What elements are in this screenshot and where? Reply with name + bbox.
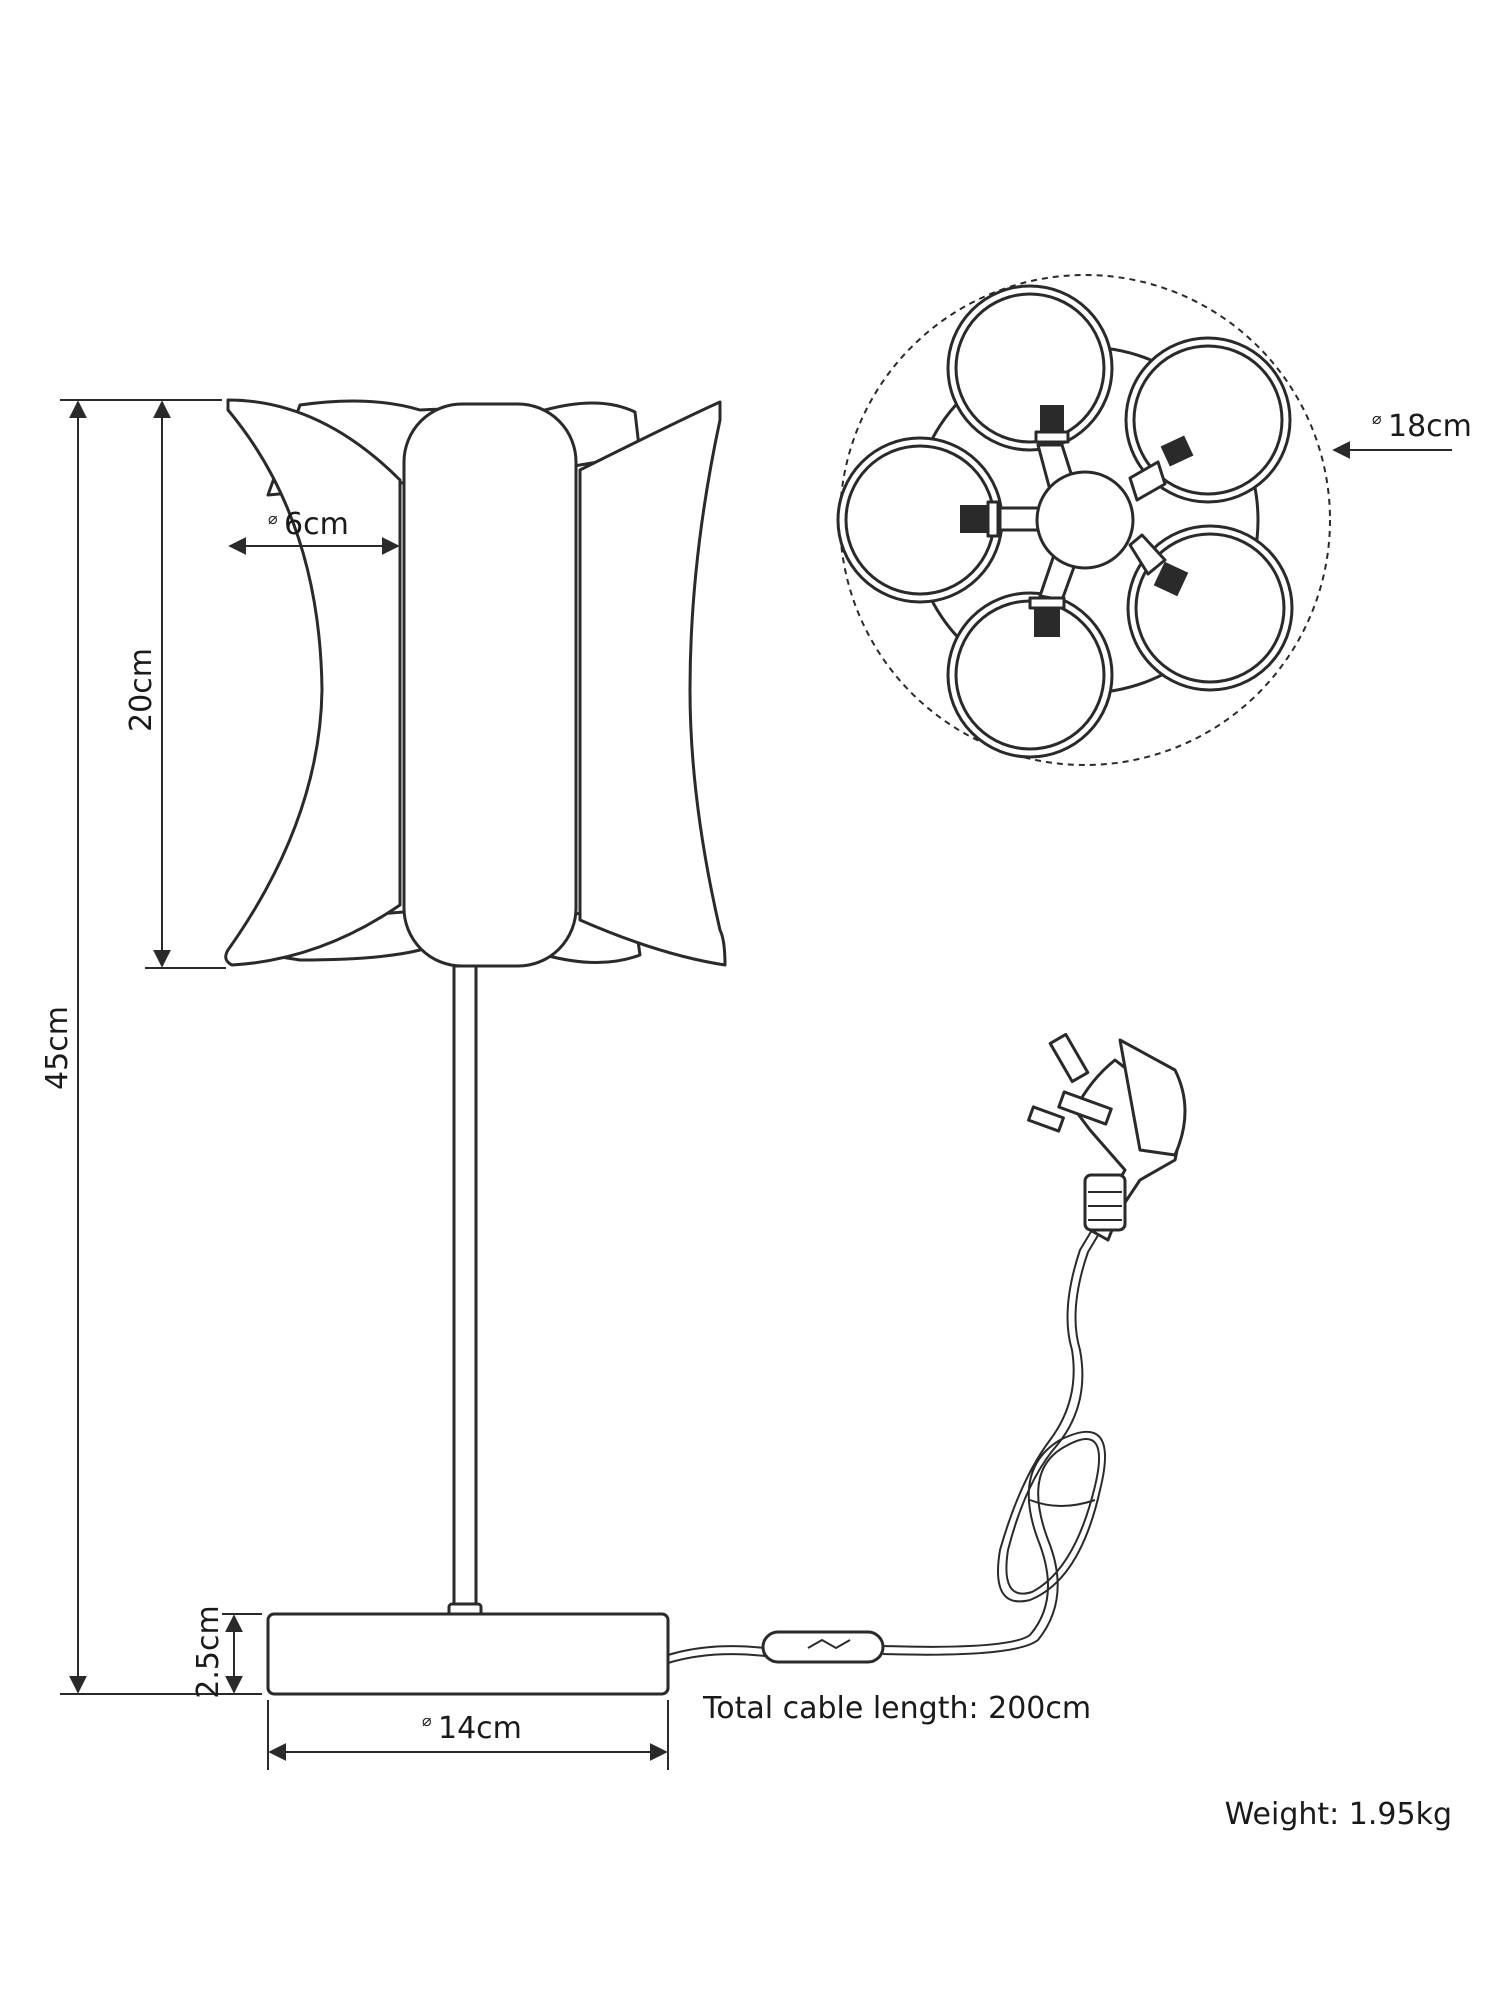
top-outer-dashed-circle <box>839 274 1331 766</box>
label-base-height: 2.5cm <box>191 1605 226 1698</box>
label-top-diameter-symbol: ⌀ <box>1372 409 1382 428</box>
uk-plug <box>1027 1032 1187 1242</box>
label-cable-length: Total cable length: 200cm <box>702 1691 1091 1726</box>
label-weight: Weight: 1.95kg <box>1225 1797 1452 1832</box>
top-petal-rings <box>836 284 1294 759</box>
shade-right-petal <box>578 400 727 967</box>
cable-to-switch <box>667 1645 766 1664</box>
label-shade-diameter-text: 6cm <box>284 507 349 542</box>
top-bulb-sockets <box>960 405 1194 637</box>
label-height-shade: 20cm <box>124 648 159 732</box>
lamp-base <box>266 1612 670 1696</box>
label-height-total: 45cm <box>40 1006 75 1090</box>
label-base-diameter-symbol: ⌀ <box>422 1711 432 1730</box>
lamp-side-view <box>224 398 1187 1696</box>
shade-left-petal <box>224 398 402 967</box>
lamp-pole <box>452 964 478 1612</box>
dimension-base-diameter <box>267 1700 669 1770</box>
label-shade-diameter-symbol: ⌀ <box>268 509 278 528</box>
cable-loop-inner <box>882 1231 1101 1656</box>
inline-switch <box>761 1630 885 1664</box>
cable-loop <box>882 1229 1106 1648</box>
dimension-height-shade <box>145 399 226 969</box>
top-center-hub <box>1035 470 1135 570</box>
label-base-diameter: 14cm <box>438 1711 522 1746</box>
dimension-base-height <box>222 1613 262 1694</box>
lamp-top-view <box>836 274 1331 766</box>
label-top-diameter: 18cm <box>1388 409 1472 444</box>
cable-tie <box>1029 1499 1096 1507</box>
shade-center-cylinder <box>402 402 578 968</box>
